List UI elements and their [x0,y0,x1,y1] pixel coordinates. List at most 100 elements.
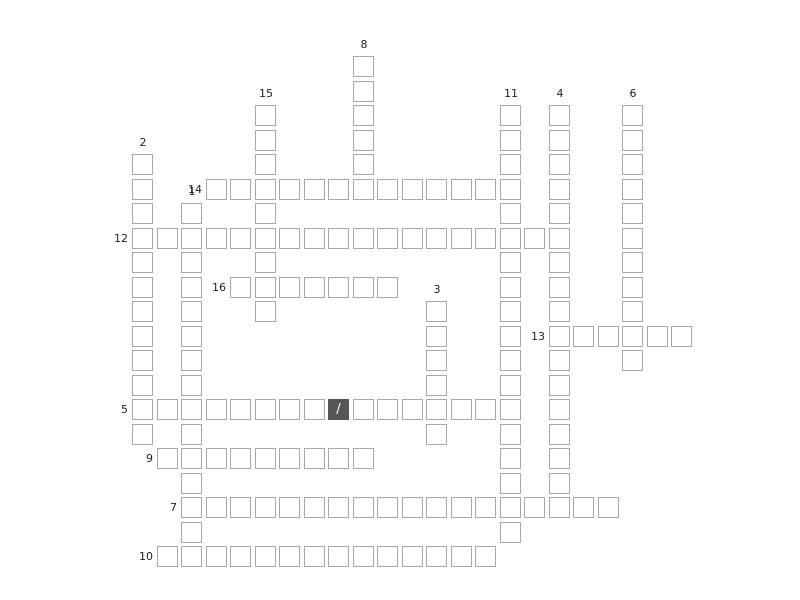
crossword-cell[interactable] [475,497,496,518]
crossword-cell[interactable] [279,277,300,298]
crossword-cell[interactable] [622,301,643,322]
crossword-cell[interactable] [132,375,153,396]
crossword-cell[interactable] [328,448,349,469]
crossword-cell[interactable] [402,497,423,518]
crossword-cell[interactable] [426,301,447,322]
crossword-cell[interactable] [549,154,570,175]
crossword-cell[interactable] [255,252,276,273]
crossword-cell[interactable] [353,81,374,102]
crossword-cell[interactable] [181,473,202,494]
crossword-cell[interactable] [304,448,325,469]
crossword-cell[interactable] [255,228,276,249]
crossword-cell[interactable] [132,301,153,322]
crossword-cell[interactable] [279,228,300,249]
crossword-cell[interactable] [132,399,153,420]
crossword-cell[interactable] [255,179,276,200]
crossword-cell[interactable] [549,473,570,494]
crossword-cell[interactable] [255,130,276,151]
crossword-cell[interactable] [573,497,594,518]
crossword-cell[interactable] [377,277,398,298]
crossword-cell[interactable] [475,228,496,249]
crossword-cell[interactable] [206,448,227,469]
crossword-cell[interactable] [255,203,276,224]
crossword-cell[interactable] [181,399,202,420]
crossword-cell[interactable] [524,228,545,249]
crossword-cell[interactable] [353,277,374,298]
crossword-cell[interactable] [622,105,643,126]
crossword-cell[interactable] [304,228,325,249]
crossword-cell[interactable] [255,301,276,322]
crossword-cell[interactable] [549,252,570,273]
crossword-cell[interactable] [328,497,349,518]
crossword-cell[interactable] [402,179,423,200]
crossword-cell[interactable] [622,228,643,249]
crossword-cell[interactable] [255,546,276,567]
crossword-cell[interactable] [549,399,570,420]
crossword-cell[interactable] [500,228,521,249]
crossword-cell[interactable] [230,277,251,298]
crossword-cell[interactable] [402,228,423,249]
crossword-cell[interactable] [353,56,374,77]
crossword-cell[interactable] [255,154,276,175]
crossword-cell[interactable] [500,179,521,200]
crossword-cell[interactable] [549,277,570,298]
crossword-cell[interactable] [181,497,202,518]
crossword-cell[interactable] [255,105,276,126]
crossword-cell[interactable] [181,522,202,543]
crossword-cell[interactable] [549,448,570,469]
crossword-cell[interactable] [549,203,570,224]
crossword-cell[interactable] [426,546,447,567]
crossword-cell[interactable] [671,326,692,347]
crossword-cell[interactable] [451,179,472,200]
crossword-cell[interactable] [598,497,619,518]
crossword-cell[interactable] [230,448,251,469]
crossword-cell[interactable] [279,399,300,420]
crossword-cell[interactable] [353,228,374,249]
crossword-cell[interactable] [500,154,521,175]
crossword-cell[interactable] [377,228,398,249]
crossword-cell[interactable] [549,350,570,371]
crossword-cell[interactable] [549,105,570,126]
crossword-cell[interactable] [181,228,202,249]
crossword-cell[interactable] [304,179,325,200]
crossword-cell[interactable] [475,179,496,200]
crossword-cell[interactable] [451,399,472,420]
crossword-cell[interactable] [426,375,447,396]
crossword-cell[interactable] [328,228,349,249]
crossword-cell[interactable] [132,277,153,298]
crossword-cell[interactable] [132,424,153,445]
crossword-cell[interactable] [451,497,472,518]
crossword-cell[interactable] [255,497,276,518]
crossword-cell[interactable] [426,228,447,249]
crossword-cell[interactable] [157,448,178,469]
crossword-cell[interactable] [500,350,521,371]
crossword-cell[interactable] [353,179,374,200]
crossword-cell[interactable] [181,546,202,567]
crossword-cell[interactable] [500,203,521,224]
crossword-cell[interactable] [426,424,447,445]
crossword-cell[interactable] [230,399,251,420]
crossword-cell[interactable] [304,399,325,420]
crossword-cell[interactable] [206,497,227,518]
crossword-cell[interactable] [353,130,374,151]
crossword-cell[interactable] [500,375,521,396]
crossword-cell[interactable] [181,375,202,396]
crossword-cell[interactable] [475,399,496,420]
crossword-cell[interactable] [451,546,472,567]
crossword-cell[interactable] [426,497,447,518]
crossword-cell[interactable] [206,546,227,567]
crossword-cell[interactable] [549,424,570,445]
crossword-cell[interactable] [255,277,276,298]
crossword-cell[interactable] [402,399,423,420]
crossword-cell[interactable] [206,179,227,200]
crossword-cell[interactable] [132,179,153,200]
crossword-cell[interactable] [377,497,398,518]
crossword-cell[interactable] [377,399,398,420]
crossword-cell[interactable] [353,448,374,469]
crossword-cell[interactable] [304,546,325,567]
crossword-cell[interactable] [132,252,153,273]
crossword-cell[interactable] [647,326,668,347]
crossword-cell[interactable] [230,179,251,200]
crossword-cell[interactable] [132,203,153,224]
crossword-cell[interactable] [549,301,570,322]
